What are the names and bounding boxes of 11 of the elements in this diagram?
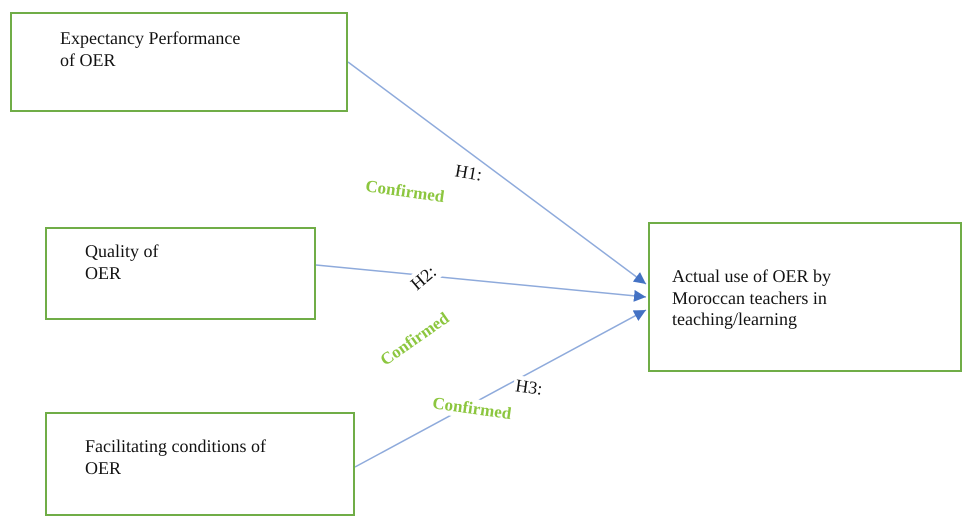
box-text: Actual use of OER by Moroccan teachers in teaching/learning	[672, 266, 832, 331]
process-box	[648, 222, 962, 372]
process-box	[45, 227, 316, 320]
box-text: Quality of OER	[85, 241, 160, 284]
arrow	[354, 309, 646, 468]
arrow	[316, 264, 646, 302]
process-box	[45, 412, 355, 516]
arrow	[348, 61, 646, 285]
box-text: Facilitating conditions of OER	[85, 436, 267, 480]
process-box	[10, 12, 348, 112]
box-text: Expectancy Performance of OER	[60, 28, 242, 72]
